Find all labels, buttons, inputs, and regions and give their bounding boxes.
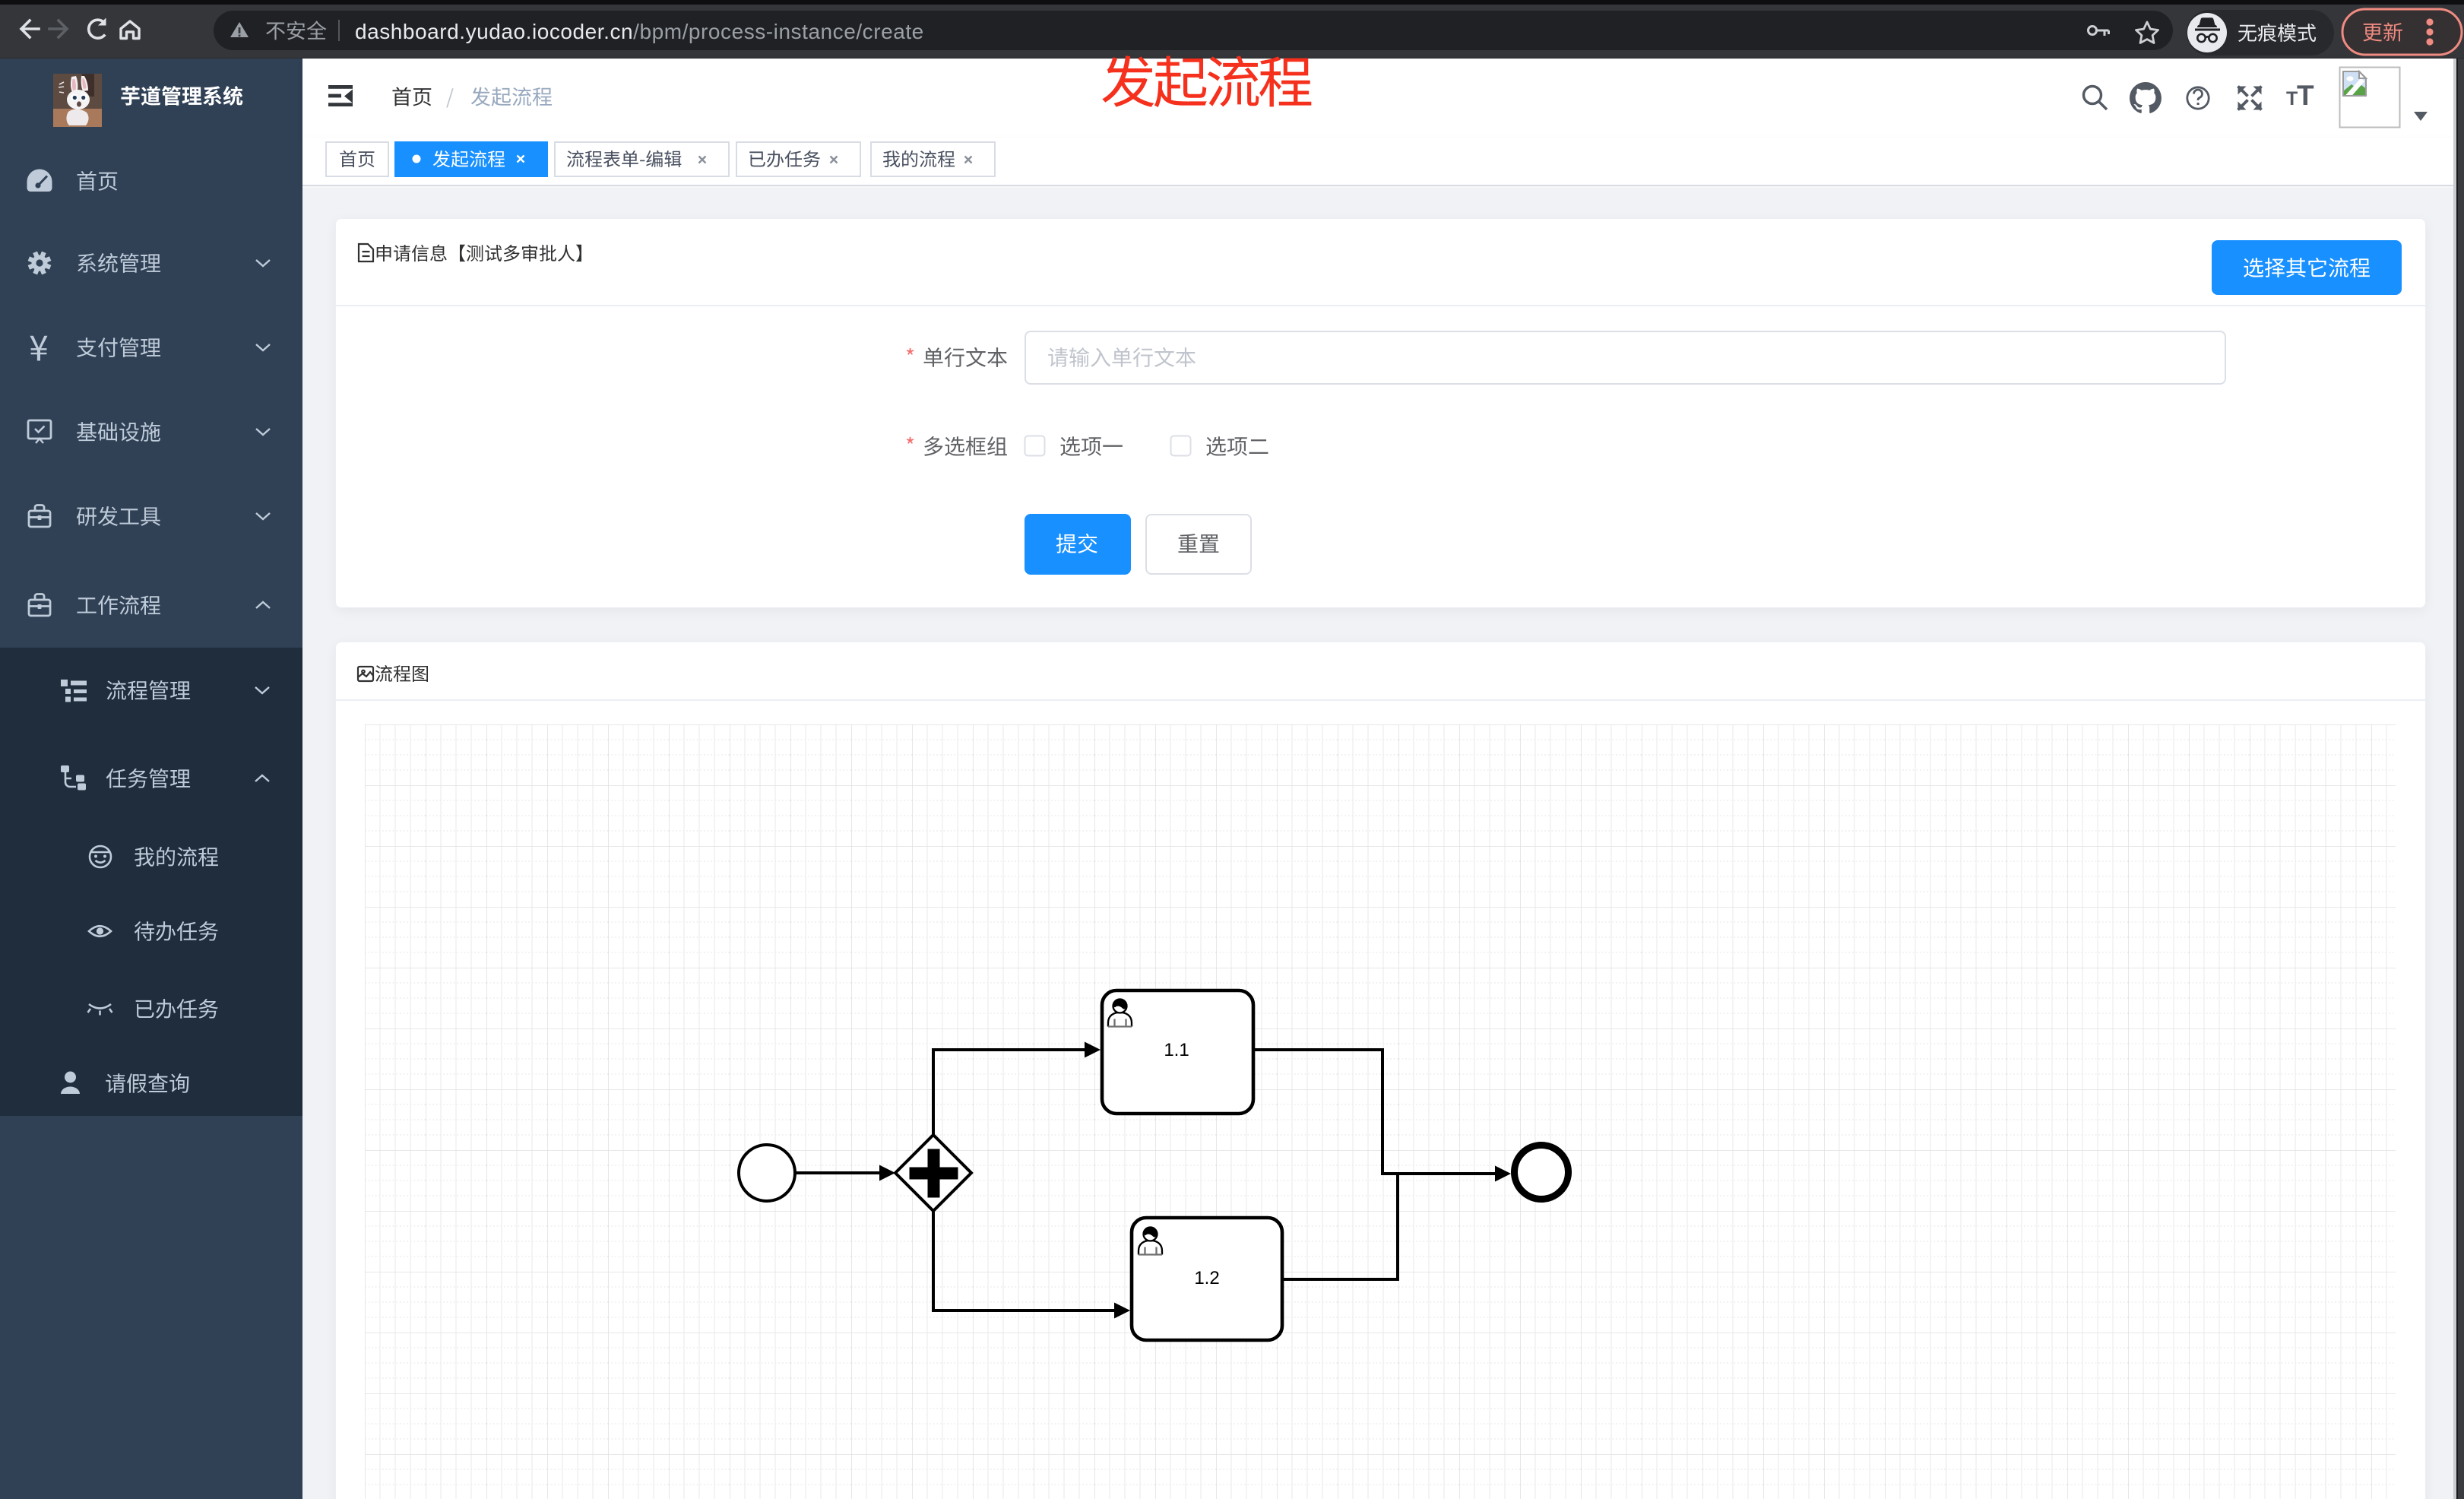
svg-text:1.2: 1.2 xyxy=(1194,1268,1219,1288)
svg-text:T: T xyxy=(2297,80,2314,111)
svg-text:1.1: 1.1 xyxy=(1164,1040,1189,1060)
svg-text:T: T xyxy=(2286,88,2298,109)
